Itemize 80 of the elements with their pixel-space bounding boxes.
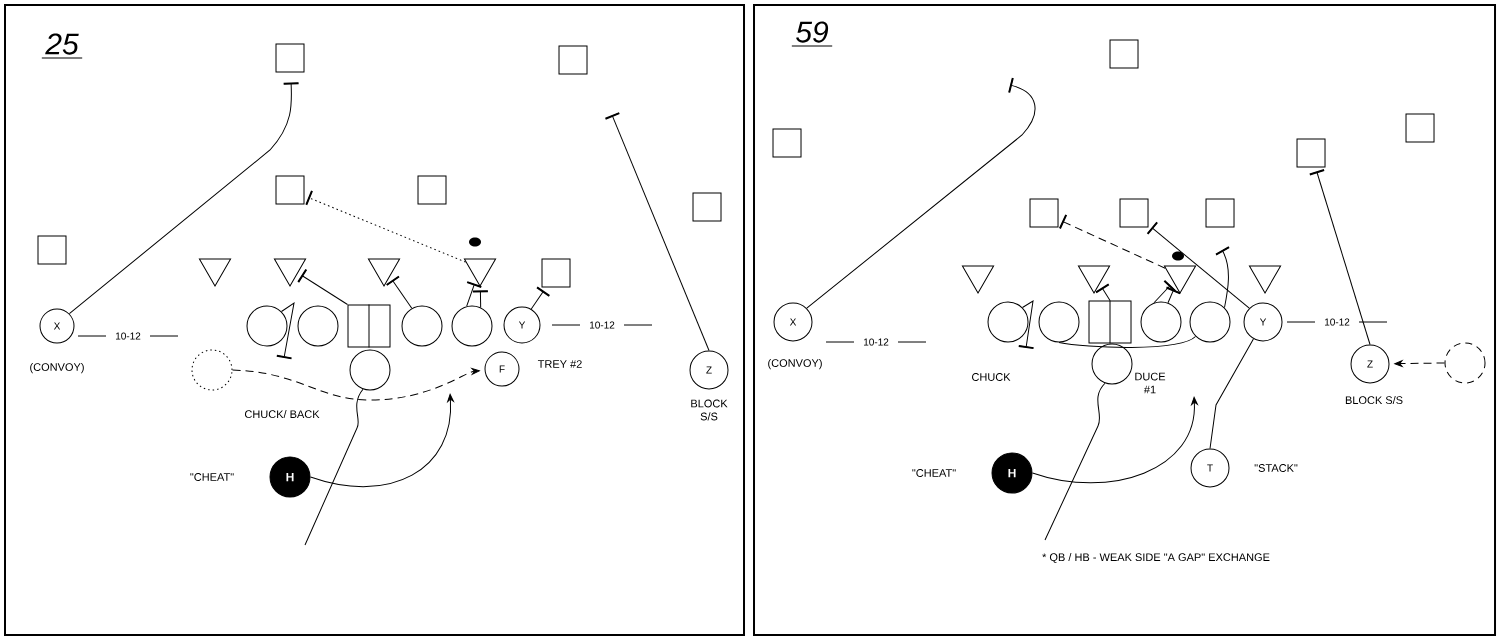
route-line — [304, 388, 364, 546]
player-note: (CONVOY) — [768, 358, 822, 370]
play-note: CHUCK — [972, 373, 1011, 381]
player-circle — [1091, 343, 1133, 385]
player-circle — [349, 349, 391, 391]
route-line — [305, 190, 467, 263]
play-number: 25 — [41, 33, 83, 59]
route-line — [1153, 280, 1176, 304]
route-line — [605, 112, 710, 351]
player-note: TREY #2 — [537, 360, 582, 368]
player-circle — [1189, 301, 1231, 343]
route-line — [1058, 336, 1196, 348]
route-line — [386, 275, 413, 309]
route-line — [1018, 300, 1034, 350]
route-line — [1394, 360, 1445, 367]
defender-square — [1119, 198, 1149, 228]
play-note: DUCE #1 — [1135, 372, 1166, 394]
defender-triangle — [1248, 265, 1282, 294]
player-note: "CHEAT" — [912, 469, 956, 477]
player-circle — [1140, 301, 1182, 343]
defender-square — [37, 235, 67, 265]
defender-triangle — [273, 258, 307, 287]
player-circle — [297, 305, 339, 347]
player-circle — [1038, 301, 1080, 343]
defender-triangle — [198, 258, 232, 287]
defender-triangle — [1163, 265, 1197, 294]
defender-triangle — [367, 258, 401, 287]
defender-square — [558, 45, 588, 75]
play-number: 59 — [791, 21, 833, 47]
spacing-label: 10-12 — [77, 332, 179, 340]
player-note: (CONVOY) — [30, 362, 84, 374]
player-circle — [246, 305, 288, 347]
route-line — [1032, 396, 1198, 484]
route-line — [1059, 214, 1166, 269]
player-circle — [401, 305, 443, 347]
player-note: BLOCK S/S — [1345, 395, 1403, 405]
spacing-label: 10-12 — [551, 321, 653, 329]
route-line — [310, 393, 454, 488]
route-line — [1209, 338, 1254, 449]
route-line — [297, 269, 348, 305]
player-note: "STACK" — [1254, 464, 1298, 472]
route-line — [1309, 169, 1371, 345]
player-circle — [987, 301, 1029, 343]
player-note: BLOCK S/S — [691, 399, 728, 421]
defender-square — [1296, 138, 1326, 168]
route-line — [1095, 283, 1111, 301]
defender-square — [1109, 39, 1139, 69]
route-line — [1215, 246, 1230, 308]
spacing-label: 10-12 — [825, 338, 927, 346]
defender-square — [772, 128, 802, 158]
play-note: * QB / HB - WEAK SIDE "A GAP" EXCHANGE — [1042, 553, 1270, 563]
defender-square — [1205, 198, 1235, 228]
defender-square — [417, 175, 447, 205]
center-box — [347, 304, 391, 348]
route-line — [276, 302, 295, 360]
route-line — [1044, 382, 1106, 541]
route-line — [1147, 221, 1250, 309]
defender-triangle — [463, 258, 497, 287]
defender-square — [541, 258, 571, 288]
player-circle — [191, 349, 233, 391]
player-note: "CHEAT" — [190, 473, 234, 481]
route-line — [530, 286, 550, 310]
defender-square — [692, 192, 722, 222]
spacing-label: 10-12 — [1286, 318, 1388, 326]
defender-triangle — [1077, 265, 1111, 294]
defender-square — [1405, 113, 1435, 143]
play-note: CHUCK/ BACK — [245, 409, 320, 419]
route-line — [68, 82, 299, 315]
defender-square — [275, 43, 305, 73]
defender-triangle — [961, 265, 995, 294]
route-line — [806, 77, 1036, 309]
route-line — [466, 281, 482, 307]
route-line — [232, 368, 480, 401]
player-circle — [1444, 342, 1486, 384]
defender-square — [275, 175, 305, 205]
player-circle — [451, 305, 493, 347]
center-box — [1088, 300, 1132, 344]
route-line — [1166, 286, 1181, 304]
defender-square — [1029, 198, 1059, 228]
route-line — [472, 290, 488, 308]
